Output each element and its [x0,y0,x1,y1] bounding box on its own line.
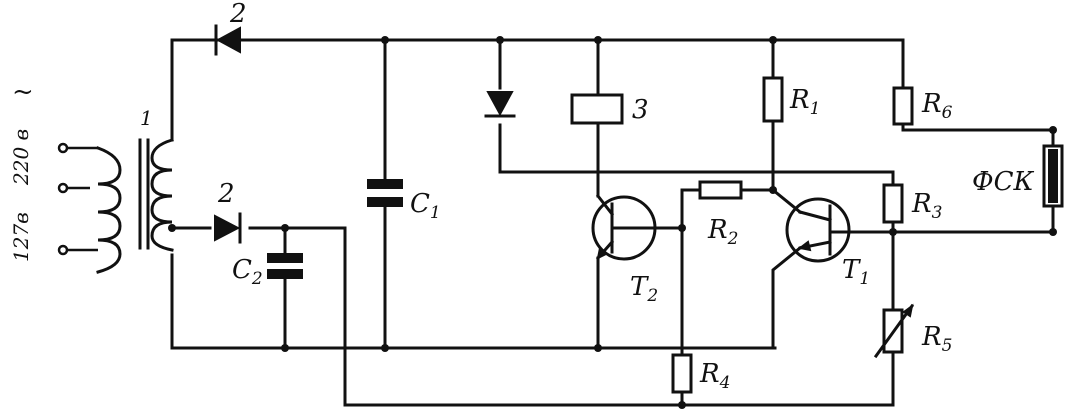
resistor-r6 [892,86,914,126]
resistor-r3 [882,183,904,224]
resistor-r2 [698,180,743,200]
r5-label: R5 [921,322,952,356]
r2-label: R2 [707,215,738,249]
resistor-r4 [671,353,693,394]
t2-label: T2 [630,272,658,306]
voltage-127-label: 127в [9,212,33,262]
junction-dots [168,36,1057,409]
voltage-220-label: 220 в [9,129,33,186]
capacitor-c1 [367,179,403,207]
wires [170,38,1055,407]
diode-vertical [484,91,516,118]
c1-label: C1 [410,189,441,223]
capacitor-c2 [267,253,303,279]
transistor-t1 [785,197,851,263]
diode-top-label: 2 [229,0,247,29]
photoresistor-label: ФСК [972,167,1034,197]
resistor-r5-variable [873,303,915,359]
diode-bottom-label: 2 [217,179,235,209]
diode-bottom [214,212,242,244]
r6-label: R6 [921,89,953,123]
c2-label: C2 [232,255,263,289]
r1-label: R1 [789,85,820,119]
r3-label: R3 [911,189,942,223]
diode-top [214,24,241,56]
secondary-winding [150,138,174,252]
ac-symbol-label: ~ [12,77,34,107]
r4-label: R4 [699,359,730,393]
photoresistor [1042,144,1064,208]
transformer-label: 1 [140,106,153,130]
relay-coil [570,93,624,125]
relay-label: 3 [632,95,649,125]
t1-label: T1 [842,255,870,289]
primary-winding [57,142,122,274]
transistor-t2 [591,193,657,261]
resistor-r1 [762,76,784,123]
transformer-core [138,138,150,250]
